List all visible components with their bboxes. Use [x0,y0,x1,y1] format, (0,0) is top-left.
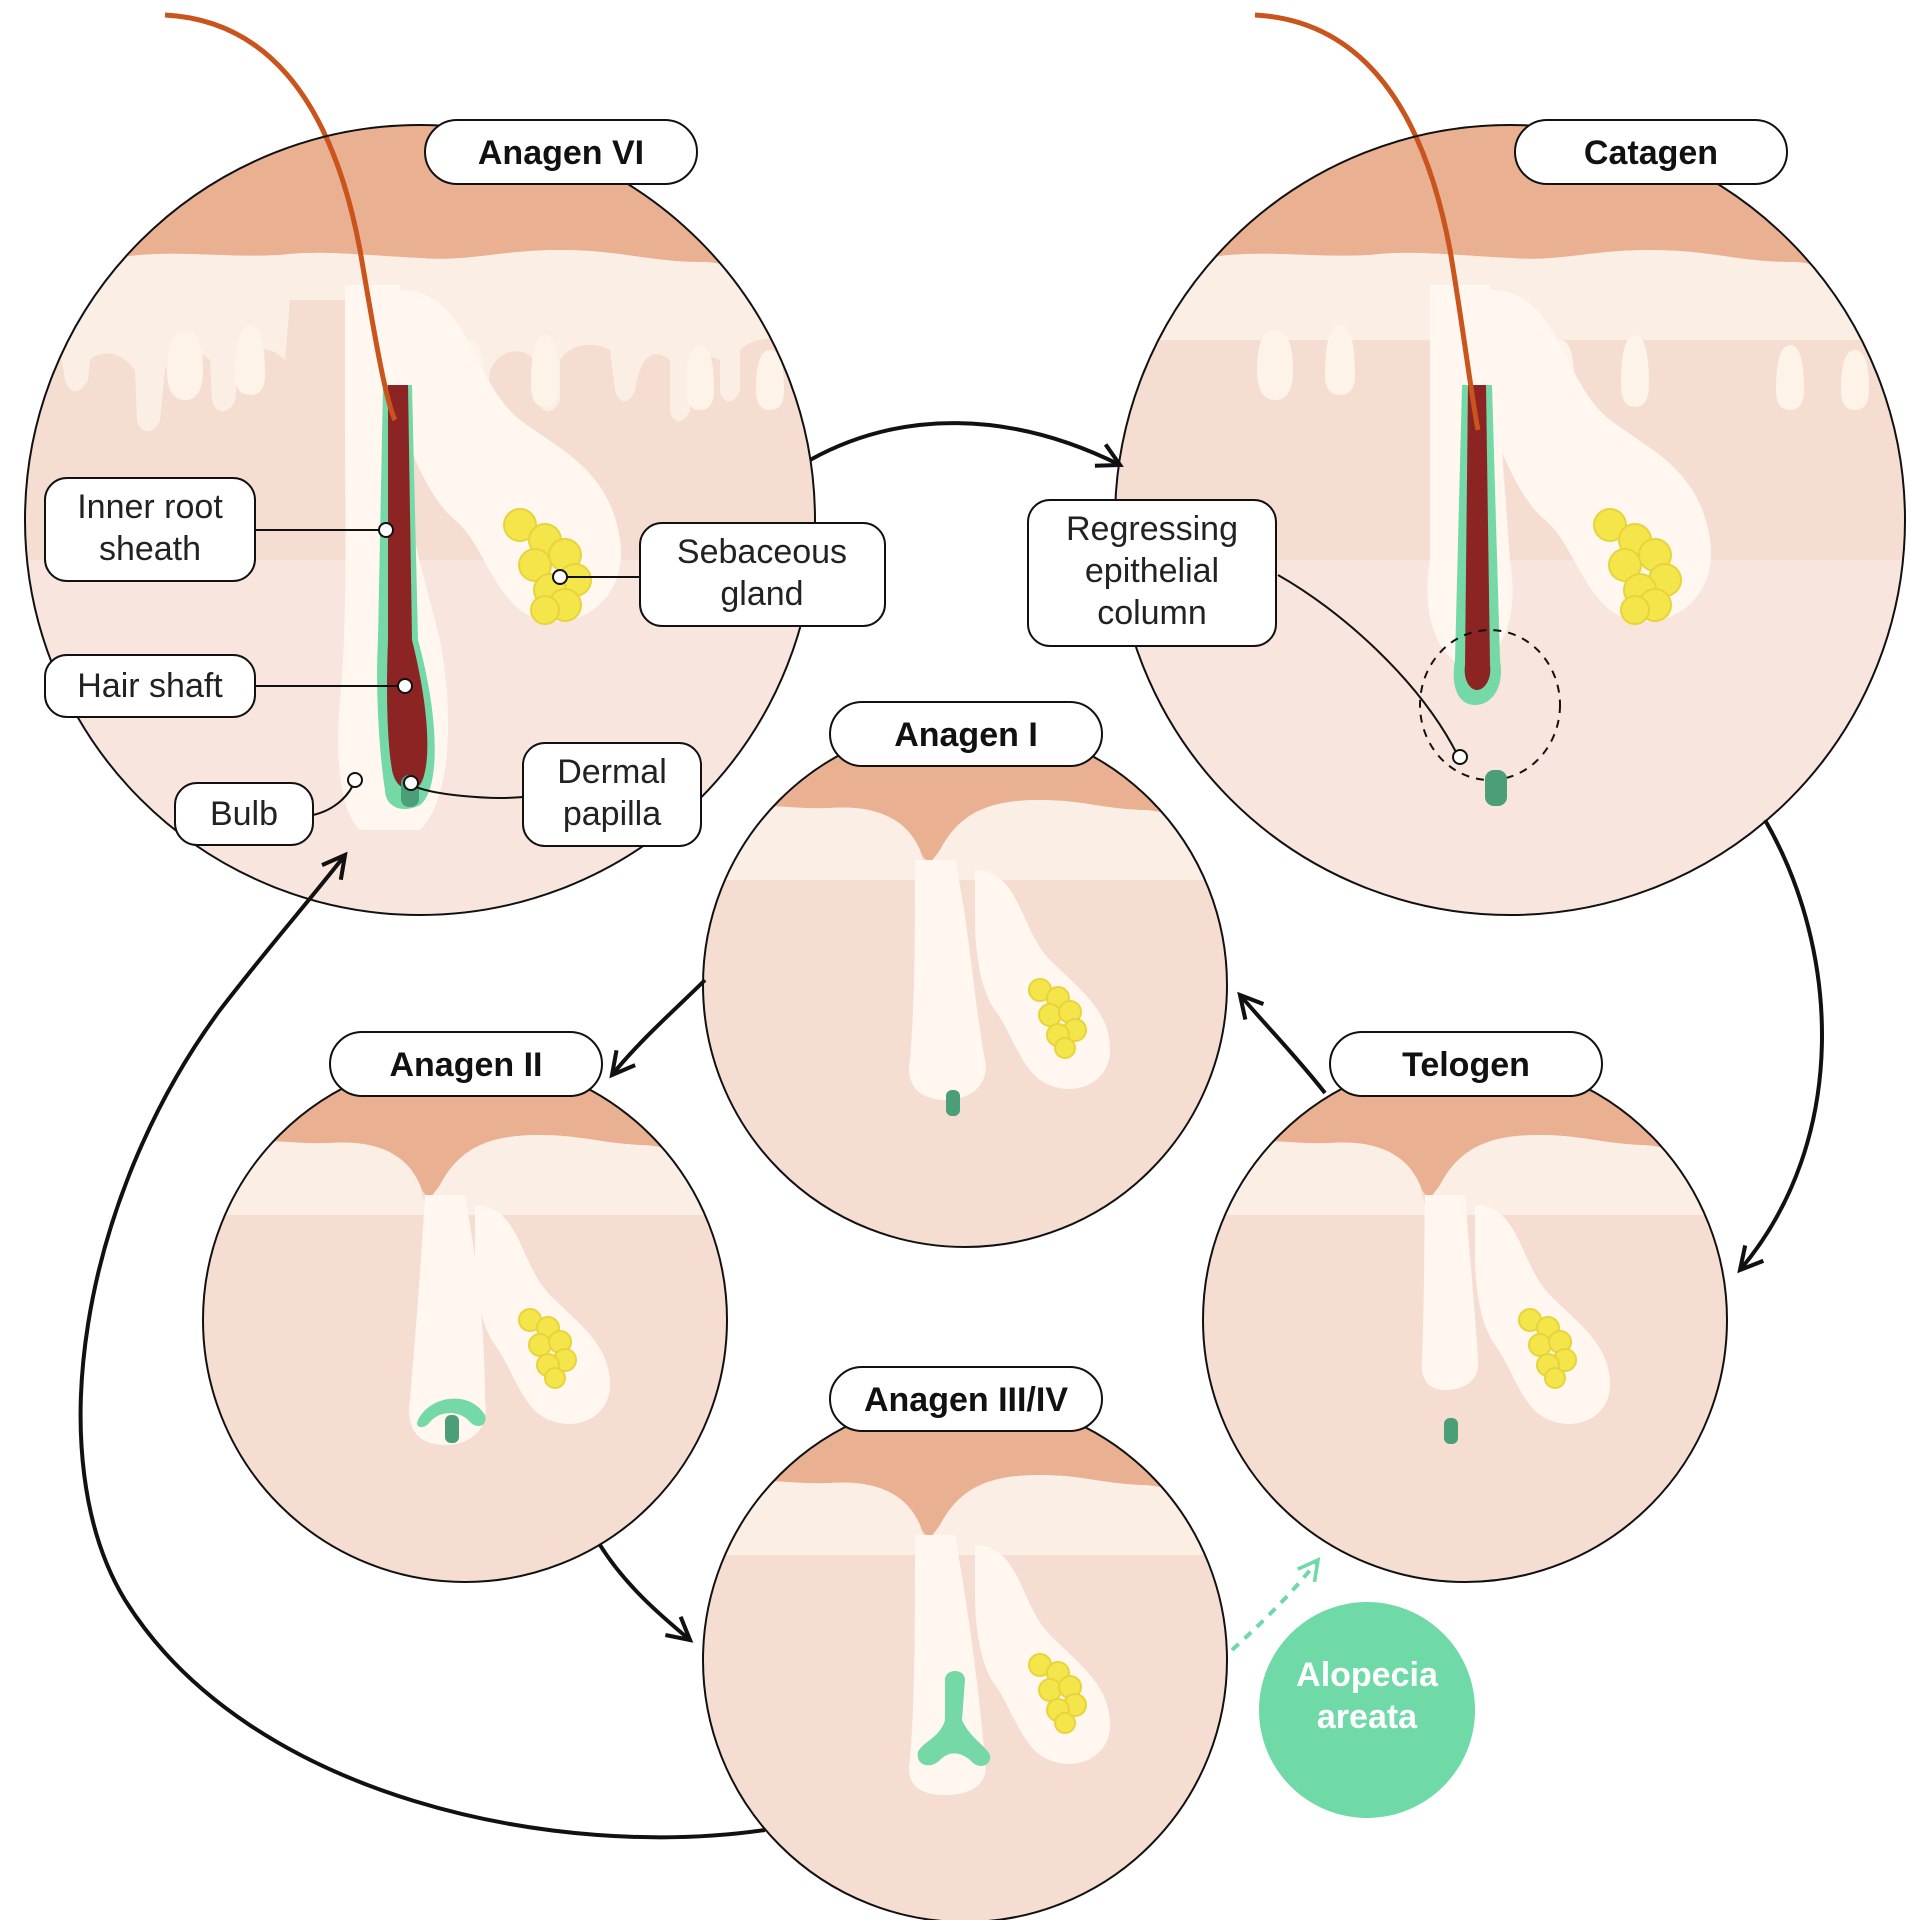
alopecia-areata-callout: Alopecia areata [1259,1602,1475,1818]
stage-title: Anagen VI [478,134,644,172]
stage-title: Telogen [1402,1046,1530,1084]
stage-label-anagen-iii-iv: Anagen III/IV [829,1366,1103,1432]
stage-title: Anagen I [894,716,1038,754]
anagen-ii-panel [202,1057,728,1583]
svg-text:sheath: sheath [99,530,201,568]
label-regressing-epithelial-column: Regressing epithelial column [1027,499,1277,647]
svg-text:Hair shaft: Hair shaft [77,667,223,705]
anagen-i-panel [702,722,1228,1248]
svg-text:epithelial: epithelial [1085,552,1219,590]
stage-label-anagen-i: Anagen I [829,701,1103,767]
stage-label-anagen-ii: Anagen II [329,1031,603,1097]
sebaceous-gland-icon [1593,508,1682,625]
svg-text:gland: gland [720,575,803,613]
stage-title: Anagen III/IV [864,1381,1068,1419]
arrow-anagen-ii-to-anagen-iii-iv [598,1543,694,1643]
stage-label-catagen: Catagen [1514,119,1788,185]
label-dermal-papilla: Dermal papilla [522,742,702,847]
telogen-panel [1202,1057,1728,1583]
stage-title: Catagen [1584,134,1718,172]
svg-text:Alopecia: Alopecia [1296,1656,1439,1694]
svg-text:areata: areata [1317,1698,1418,1736]
stage-label-telogen: Telogen [1329,1031,1603,1097]
arrow-telogen-to-anagen-i [1237,991,1327,1095]
cycle-arrows [78,421,1824,1840]
label-hair-shaft: Hair shaft [44,654,256,718]
arrow-anagen-vi-to-catagen [809,421,1124,468]
svg-text:papilla: papilla [563,795,661,833]
sebaceous-gland-icon [503,508,592,625]
svg-text:column: column [1097,594,1207,632]
stage-label-anagen-vi: Anagen VI [424,119,698,185]
svg-text:Sebaceous: Sebaceous [677,533,847,571]
anagen-iii-iv-panel [702,1397,1228,1920]
svg-text:Regressing: Regressing [1066,510,1238,548]
stage-title: Anagen II [389,1046,542,1084]
label-inner-root-sheath: Inner root sheath [44,477,256,582]
arrow-catagen-to-telogen [1737,819,1824,1274]
leader-lines [255,522,1468,816]
svg-text:Inner root: Inner root [77,488,223,526]
label-bulb: Bulb [174,782,314,846]
svg-text:Bulb: Bulb [210,795,278,833]
arrow-anagen-i-to-anagen-ii [609,978,707,1079]
catagen-panel [1114,12,1906,916]
label-sebaceous-gland: Sebaceous gland [639,522,886,627]
svg-text:Dermal: Dermal [557,753,667,791]
arrow-anagen-iii-iv-to-anagen-vi [78,851,766,1840]
